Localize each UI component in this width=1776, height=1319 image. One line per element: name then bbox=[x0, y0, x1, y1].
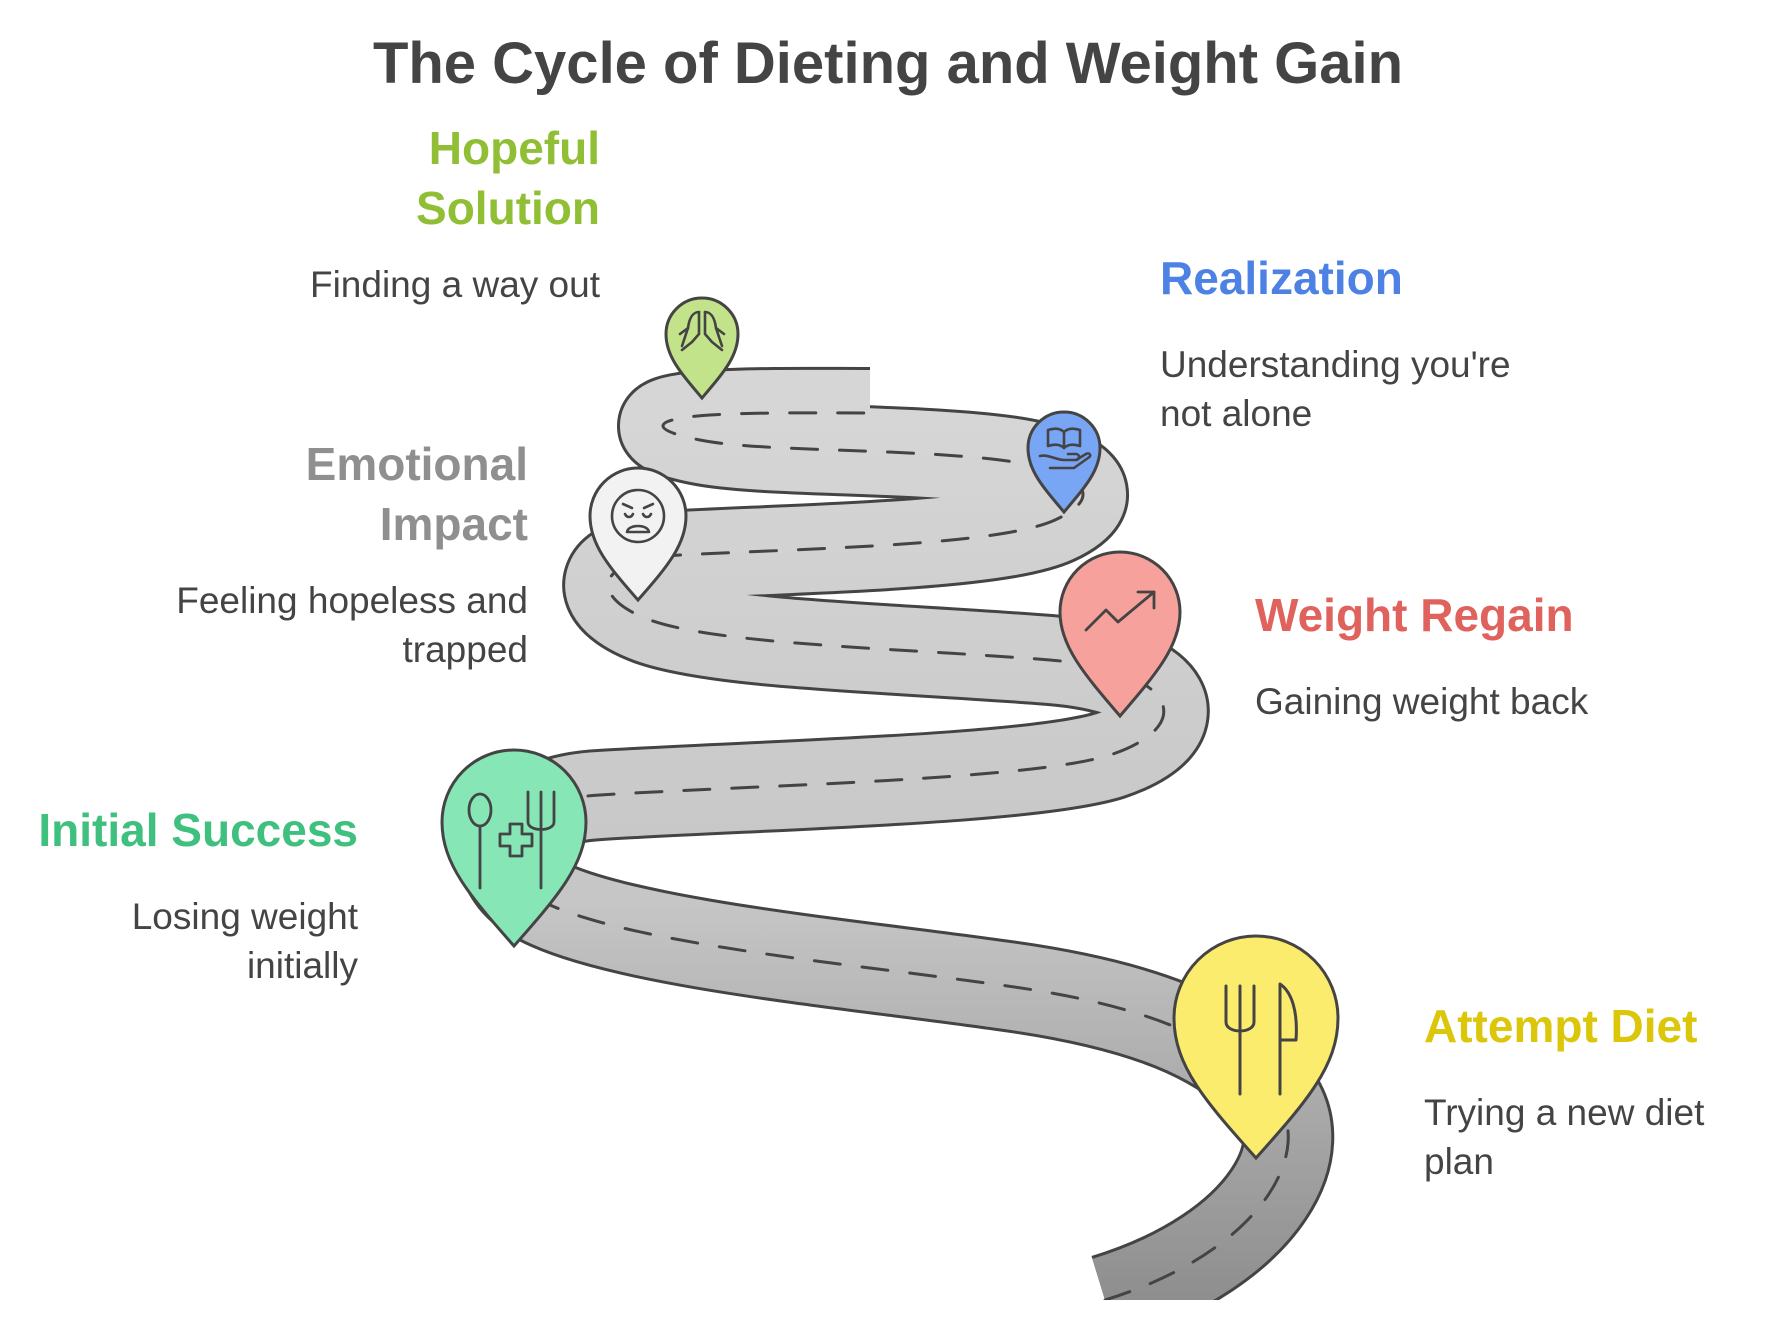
pin-realization bbox=[1026, 410, 1102, 515]
praying-hands-icon bbox=[678, 310, 726, 352]
stage-realization: Realization Understanding you're not alo… bbox=[1160, 248, 1580, 438]
diagram-title: The Cycle of Dieting and Weight Gain bbox=[372, 31, 1404, 96]
stage-description: Losing weight initially bbox=[131, 896, 358, 986]
stage-hopeful-solution: Hopeful Solution Finding a way out bbox=[280, 118, 600, 309]
stage-heading: Realization bbox=[1160, 252, 1403, 304]
stage-heading: Emotional Impact bbox=[305, 438, 528, 550]
stage-description: Trying a new diet plan bbox=[1424, 1092, 1705, 1182]
stage-initial-success: Initial Success Losing weight initially bbox=[0, 800, 358, 990]
stage-heading: Attempt Diet bbox=[1424, 1000, 1698, 1052]
pin-hopeful-shape bbox=[664, 296, 740, 401]
stage-emotional-impact: Emotional Impact Feeling hopeless and tr… bbox=[168, 434, 528, 674]
open-book-hand-icon bbox=[1038, 427, 1092, 470]
pin-hopeful bbox=[664, 296, 740, 401]
stage-heading: Hopeful Solution bbox=[416, 122, 600, 234]
road-centerline bbox=[502, 411, 1290, 1302]
stage-description: Feeling hopeless and trapped bbox=[176, 580, 528, 670]
winding-road bbox=[0, 366, 1776, 1319]
stage-description: Gaining weight back bbox=[1255, 681, 1589, 722]
pin-initial bbox=[440, 748, 588, 949]
sad-face-icon bbox=[610, 488, 666, 544]
stage-attempt-diet: Attempt Diet Trying a new diet plan bbox=[1424, 996, 1744, 1186]
pin-initial-shape bbox=[440, 748, 588, 949]
pin-emotional bbox=[588, 466, 688, 603]
stage-heading: Initial Success bbox=[38, 804, 358, 856]
pin-regain bbox=[1058, 550, 1182, 719]
pin-realization-shape bbox=[1026, 410, 1102, 515]
trend-up-icon bbox=[1084, 590, 1156, 632]
pin-emotional-shape bbox=[588, 466, 688, 603]
stage-heading: Weight Regain bbox=[1255, 589, 1574, 641]
fork-knife-icon bbox=[1224, 982, 1298, 1096]
stage-description: Understanding you're not alone bbox=[1160, 344, 1511, 434]
pin-attempt bbox=[1172, 934, 1340, 1161]
stage-description: Finding a way out bbox=[309, 264, 600, 305]
health-food-icon bbox=[467, 790, 556, 890]
pin-attempt-shape bbox=[1172, 934, 1340, 1161]
stage-weight-regain: Weight Regain Gaining weight back bbox=[1255, 585, 1675, 726]
